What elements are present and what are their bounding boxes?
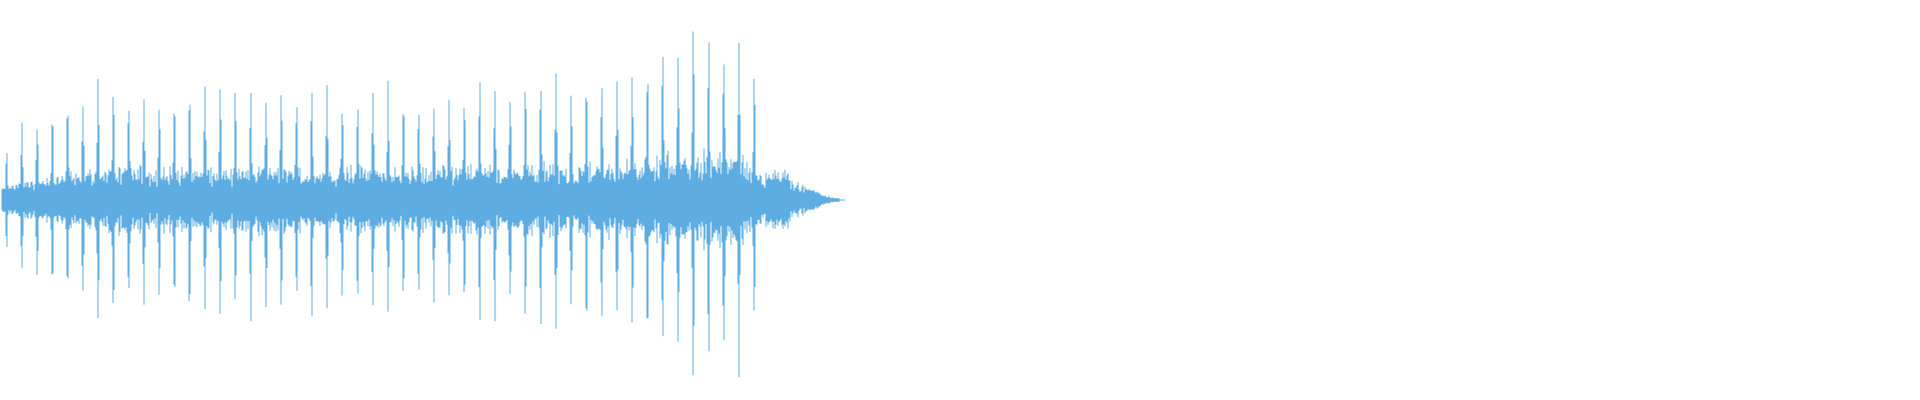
waveform-path <box>1 31 840 378</box>
waveform-dot <box>803 198 807 202</box>
waveform-bars <box>1 31 845 378</box>
waveform-dot <box>810 198 814 202</box>
waveform-dot <box>818 198 822 202</box>
waveform-dot <box>791 196 799 204</box>
